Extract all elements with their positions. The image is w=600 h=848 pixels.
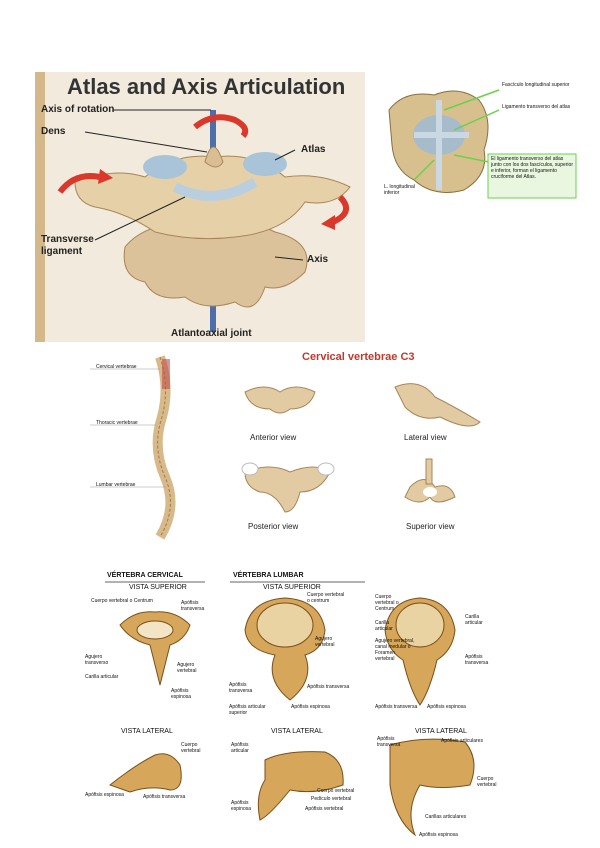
label-ll-pediculo: Pedículo vertebral [311, 796, 351, 802]
label-transverse-ligament-2: ligament [41, 246, 82, 257]
label-c-agujero-transverso: Agujero transverso [85, 654, 115, 666]
label-t-espinosa: Apófisis espinosa [427, 704, 466, 710]
label-lt-articulares: Apófisis articulares [441, 738, 483, 744]
header-vertebra-cervical: VÉRTEBRA CERVICAL [107, 572, 183, 579]
label-ll-cuerpo: Cuerpo vertebral [317, 788, 354, 794]
cruciform-ligament-panel: Fascículo longitudinal superior Ligament… [384, 80, 578, 202]
label-l-cuerpo: Cuerpo vertebral o centrum [307, 592, 347, 604]
label-atlantoaxial-joint: Atlantoaxial joint [171, 328, 252, 339]
label-anterior-view: Anterior view [250, 433, 296, 442]
label-l-transversa-izq: Apófisis transversa [229, 682, 259, 694]
label-c-agujero-vertebral: Agujero vertebral [177, 662, 207, 674]
label-lateral-view: Lateral view [404, 433, 447, 442]
cervical-c3-panel: Cervical vertebrae C3 Cervical vertebrae… [90, 347, 510, 547]
label-ll-vertebral: Apófisis vertebral [305, 806, 343, 812]
label-t-carilla: Carilla articular [465, 614, 495, 626]
label-t-agujero: Agujero vertebral, canal medular o Foram… [375, 638, 415, 662]
subheader-vista-lateral-1: VISTA LATERAL [121, 728, 173, 735]
label-t-cuerpo: Cuerpo vertebral o Centrum [375, 594, 411, 612]
label-c-carilla: Carilla articular [85, 674, 118, 680]
label-ll-articular: Apófisis articular [231, 742, 261, 754]
label-lt-transversa: Apófisis transversa [377, 736, 407, 748]
label-lt-espinosa: Apófisis espinosa [419, 832, 458, 838]
subheader-vista-lateral-2: VISTA LATERAL [271, 728, 323, 735]
label-lt-cuerpo: Cuerpo vertebral [477, 776, 507, 788]
label-lc-cuerpo: Cuerpo vertebral [181, 742, 211, 754]
label-longitudinal-inferior: L. longitudinal inferior [384, 184, 424, 196]
label-c-cuerpo: Cuerpo vertebral o Centrum [91, 598, 153, 604]
subheader-vista-superior-2: VISTA SUPERIOR [263, 584, 321, 591]
label-lc-transversa: Apófisis transversa [143, 794, 185, 800]
cervical-c3-title: Cervical vertebrae C3 [302, 351, 415, 363]
label-l-articular-sup: Apófisis articular superior [229, 704, 275, 716]
spine-and-views-illustration [90, 347, 510, 547]
label-dens: Dens [41, 126, 65, 137]
label-t-transversa: Apófisis transversa [465, 654, 495, 666]
label-c-apofisis-transversa: Apófisis transversa [181, 600, 217, 612]
label-t-carilla-2: Carilla articular [375, 620, 405, 632]
label-superior-view: Superior view [406, 522, 454, 531]
label-cervical-vertebrae: Cervical vertebrae [96, 364, 137, 370]
header-vertebra-lumbar: VÉRTEBRA LUMBAR [233, 572, 304, 579]
atlas-axis-title: Atlas and Axis Articulation [67, 74, 345, 100]
label-atlas: Atlas [301, 144, 325, 155]
ligament-note: El ligamento transverso del atlas junto … [491, 156, 573, 180]
label-thoracic-vertebrae: Thoracic vertebrae [96, 420, 138, 426]
label-transverse-ligament-1: Transverse [41, 234, 94, 245]
label-lumbar-vertebrae: Lumbar vertebrae [96, 482, 135, 488]
label-l-transversa-der: Apófisis transversa [307, 684, 349, 690]
label-l-espinosa: Apófisis espinosa [291, 704, 330, 710]
label-axis: Axis [307, 254, 328, 265]
label-fasciculo-superior: Fascículo longitudinal superior [502, 82, 576, 88]
label-lc-espinosa: Apófisis espinosa [85, 792, 124, 798]
subheader-vista-superior-1: VISTA SUPERIOR [129, 584, 187, 591]
label-lt-carillas: Carillas articulares [425, 814, 466, 820]
subheader-vista-lateral-3: VISTA LATERAL [415, 728, 467, 735]
label-t-transversa-2: Apófisis transversa [375, 704, 417, 710]
label-c-apofisis-espinosa: Apófisis espinosa [171, 688, 201, 700]
label-l-agujero: Agujero vertebral [315, 636, 349, 648]
label-ligamento-transverso: Ligamento transverso del atlas [502, 104, 576, 110]
vertebra-comparison-panel: VÉRTEBRA CERVICAL VÉRTEBRA LUMBAR VISTA … [85, 570, 515, 845]
label-axis-of-rotation: Axis of rotation [41, 104, 114, 115]
atlas-axis-panel: Atlas and Axis Articulation Axis of rota… [35, 72, 365, 342]
label-posterior-view: Posterior view [248, 522, 298, 531]
label-ll-espinosa: Apófisis espinosa [231, 800, 261, 812]
